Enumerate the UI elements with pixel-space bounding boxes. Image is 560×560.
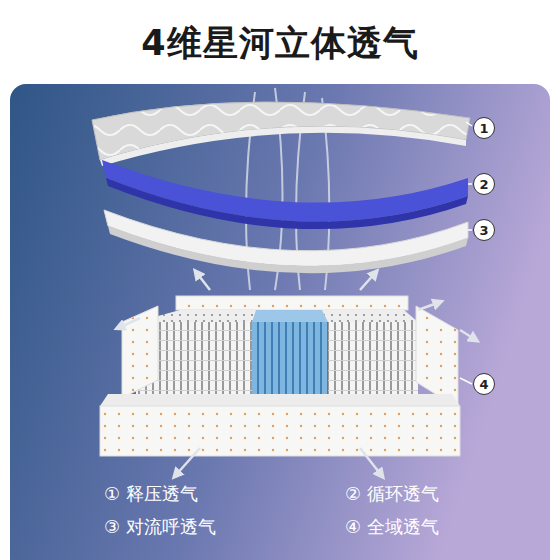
callout-number: 1 <box>479 122 488 135</box>
callout-circle: 4 <box>473 373 495 395</box>
feature-label: ④ 全域透气 <box>345 515 439 539</box>
feature-label: ② 循环透气 <box>345 482 439 506</box>
page-title: 4维星河立体透气 <box>141 20 418 67</box>
callout-number: 3 <box>479 224 488 237</box>
callout-number: 4 <box>479 378 488 391</box>
callout-circle: 1 <box>473 117 495 139</box>
callout-circle: 3 <box>473 219 495 241</box>
callout-circle: 2 <box>473 173 495 195</box>
feature-label: ① 释压透气 <box>104 482 198 506</box>
feature-label: ③ 对流呼透气 <box>104 515 216 539</box>
callout-number: 2 <box>479 178 488 191</box>
